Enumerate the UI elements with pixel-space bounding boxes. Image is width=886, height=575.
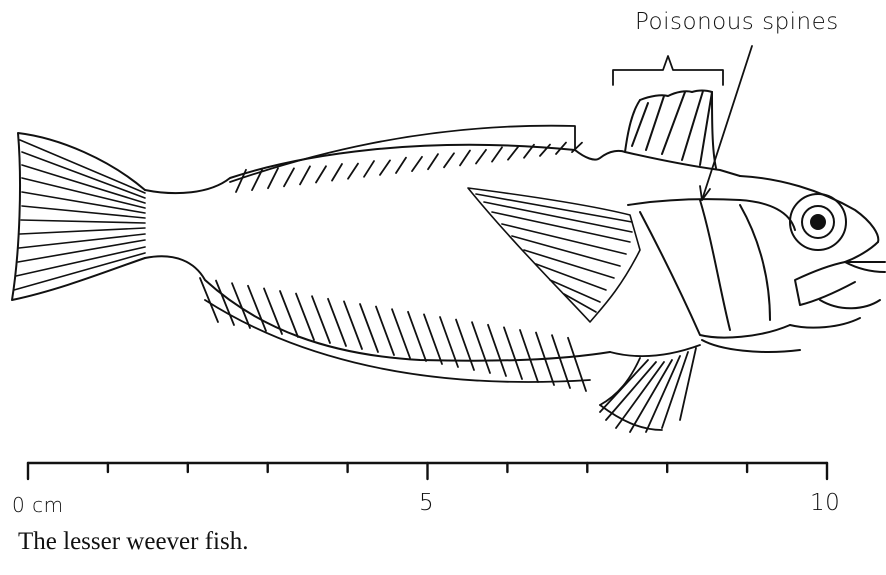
dorsal-fin-ray bbox=[540, 145, 550, 156]
anal-fin bbox=[200, 278, 590, 391]
anal-fin-ray bbox=[504, 327, 522, 379]
dorsal-fin-ray bbox=[476, 150, 486, 164]
dorsal-fin-ray bbox=[412, 157, 422, 171]
dorsal-fin-ray bbox=[380, 160, 390, 174]
anal-fin-ray bbox=[376, 307, 394, 355]
dorsal-fin-ray bbox=[332, 164, 342, 181]
anal-fin-ray bbox=[472, 322, 490, 373]
anal-fin-ray bbox=[216, 281, 234, 325]
fish-mouth bbox=[790, 242, 885, 328]
anal-fin-ray bbox=[328, 299, 346, 346]
dorsal-fin-ray bbox=[444, 153, 454, 167]
anal-fin-ray bbox=[424, 314, 442, 364]
anal-fin-ray bbox=[312, 296, 330, 343]
anal-fin-ray bbox=[344, 301, 362, 349]
anal-fin-ray bbox=[408, 312, 426, 361]
anal-fin-ray bbox=[488, 325, 506, 376]
scale-ticks bbox=[28, 463, 827, 479]
anal-fin-ray bbox=[264, 288, 282, 334]
scale-label-5: 5 bbox=[419, 490, 434, 516]
anal-fin-ray bbox=[296, 294, 314, 340]
figure-caption: The lesser weever fish. bbox=[18, 528, 248, 556]
pectoral-fin bbox=[468, 188, 640, 322]
dorsal-fin-edge bbox=[230, 126, 575, 182]
dorsal-fin-ray bbox=[284, 168, 294, 186]
scale-bar bbox=[28, 463, 827, 479]
dorsal-fin bbox=[230, 126, 582, 192]
pelvic-fin bbox=[600, 345, 700, 432]
dorsal-fin-ray bbox=[364, 161, 374, 177]
dorsal-fin-ray bbox=[316, 166, 326, 182]
anal-fin-ray bbox=[456, 320, 474, 370]
caudal-fin bbox=[14, 140, 145, 290]
anal-fin-ray bbox=[392, 309, 410, 358]
poisonous-dorsal-spines bbox=[625, 91, 716, 169]
scale-label-10: 10 bbox=[810, 490, 840, 516]
anal-fin-ray bbox=[552, 335, 570, 388]
dorsal-fin-ray bbox=[460, 151, 470, 166]
anal-fin-edge bbox=[205, 300, 590, 382]
scale-label-0: 0 cm bbox=[12, 493, 64, 517]
dorsal-fin-ray bbox=[348, 164, 358, 179]
dorsal-fin-ray bbox=[428, 154, 438, 169]
anal-fin-ray bbox=[360, 304, 378, 352]
dorsal-fin-ray bbox=[268, 168, 278, 188]
fish-eye bbox=[790, 194, 846, 250]
anal-fin-ray bbox=[248, 286, 266, 331]
spines-label: Poisonous spines bbox=[635, 9, 839, 35]
gill-cover bbox=[628, 199, 800, 352]
dorsal-fin-ray bbox=[508, 147, 518, 160]
dorsal-fin-ray bbox=[236, 170, 246, 192]
dorsal-fin-ray bbox=[300, 166, 310, 184]
anal-fin-ray bbox=[568, 338, 586, 391]
spines-bracket bbox=[613, 56, 723, 85]
anal-fin-ray bbox=[520, 330, 538, 382]
dorsal-fin-ray bbox=[396, 158, 406, 173]
dorsal-fin-ray bbox=[492, 147, 502, 161]
